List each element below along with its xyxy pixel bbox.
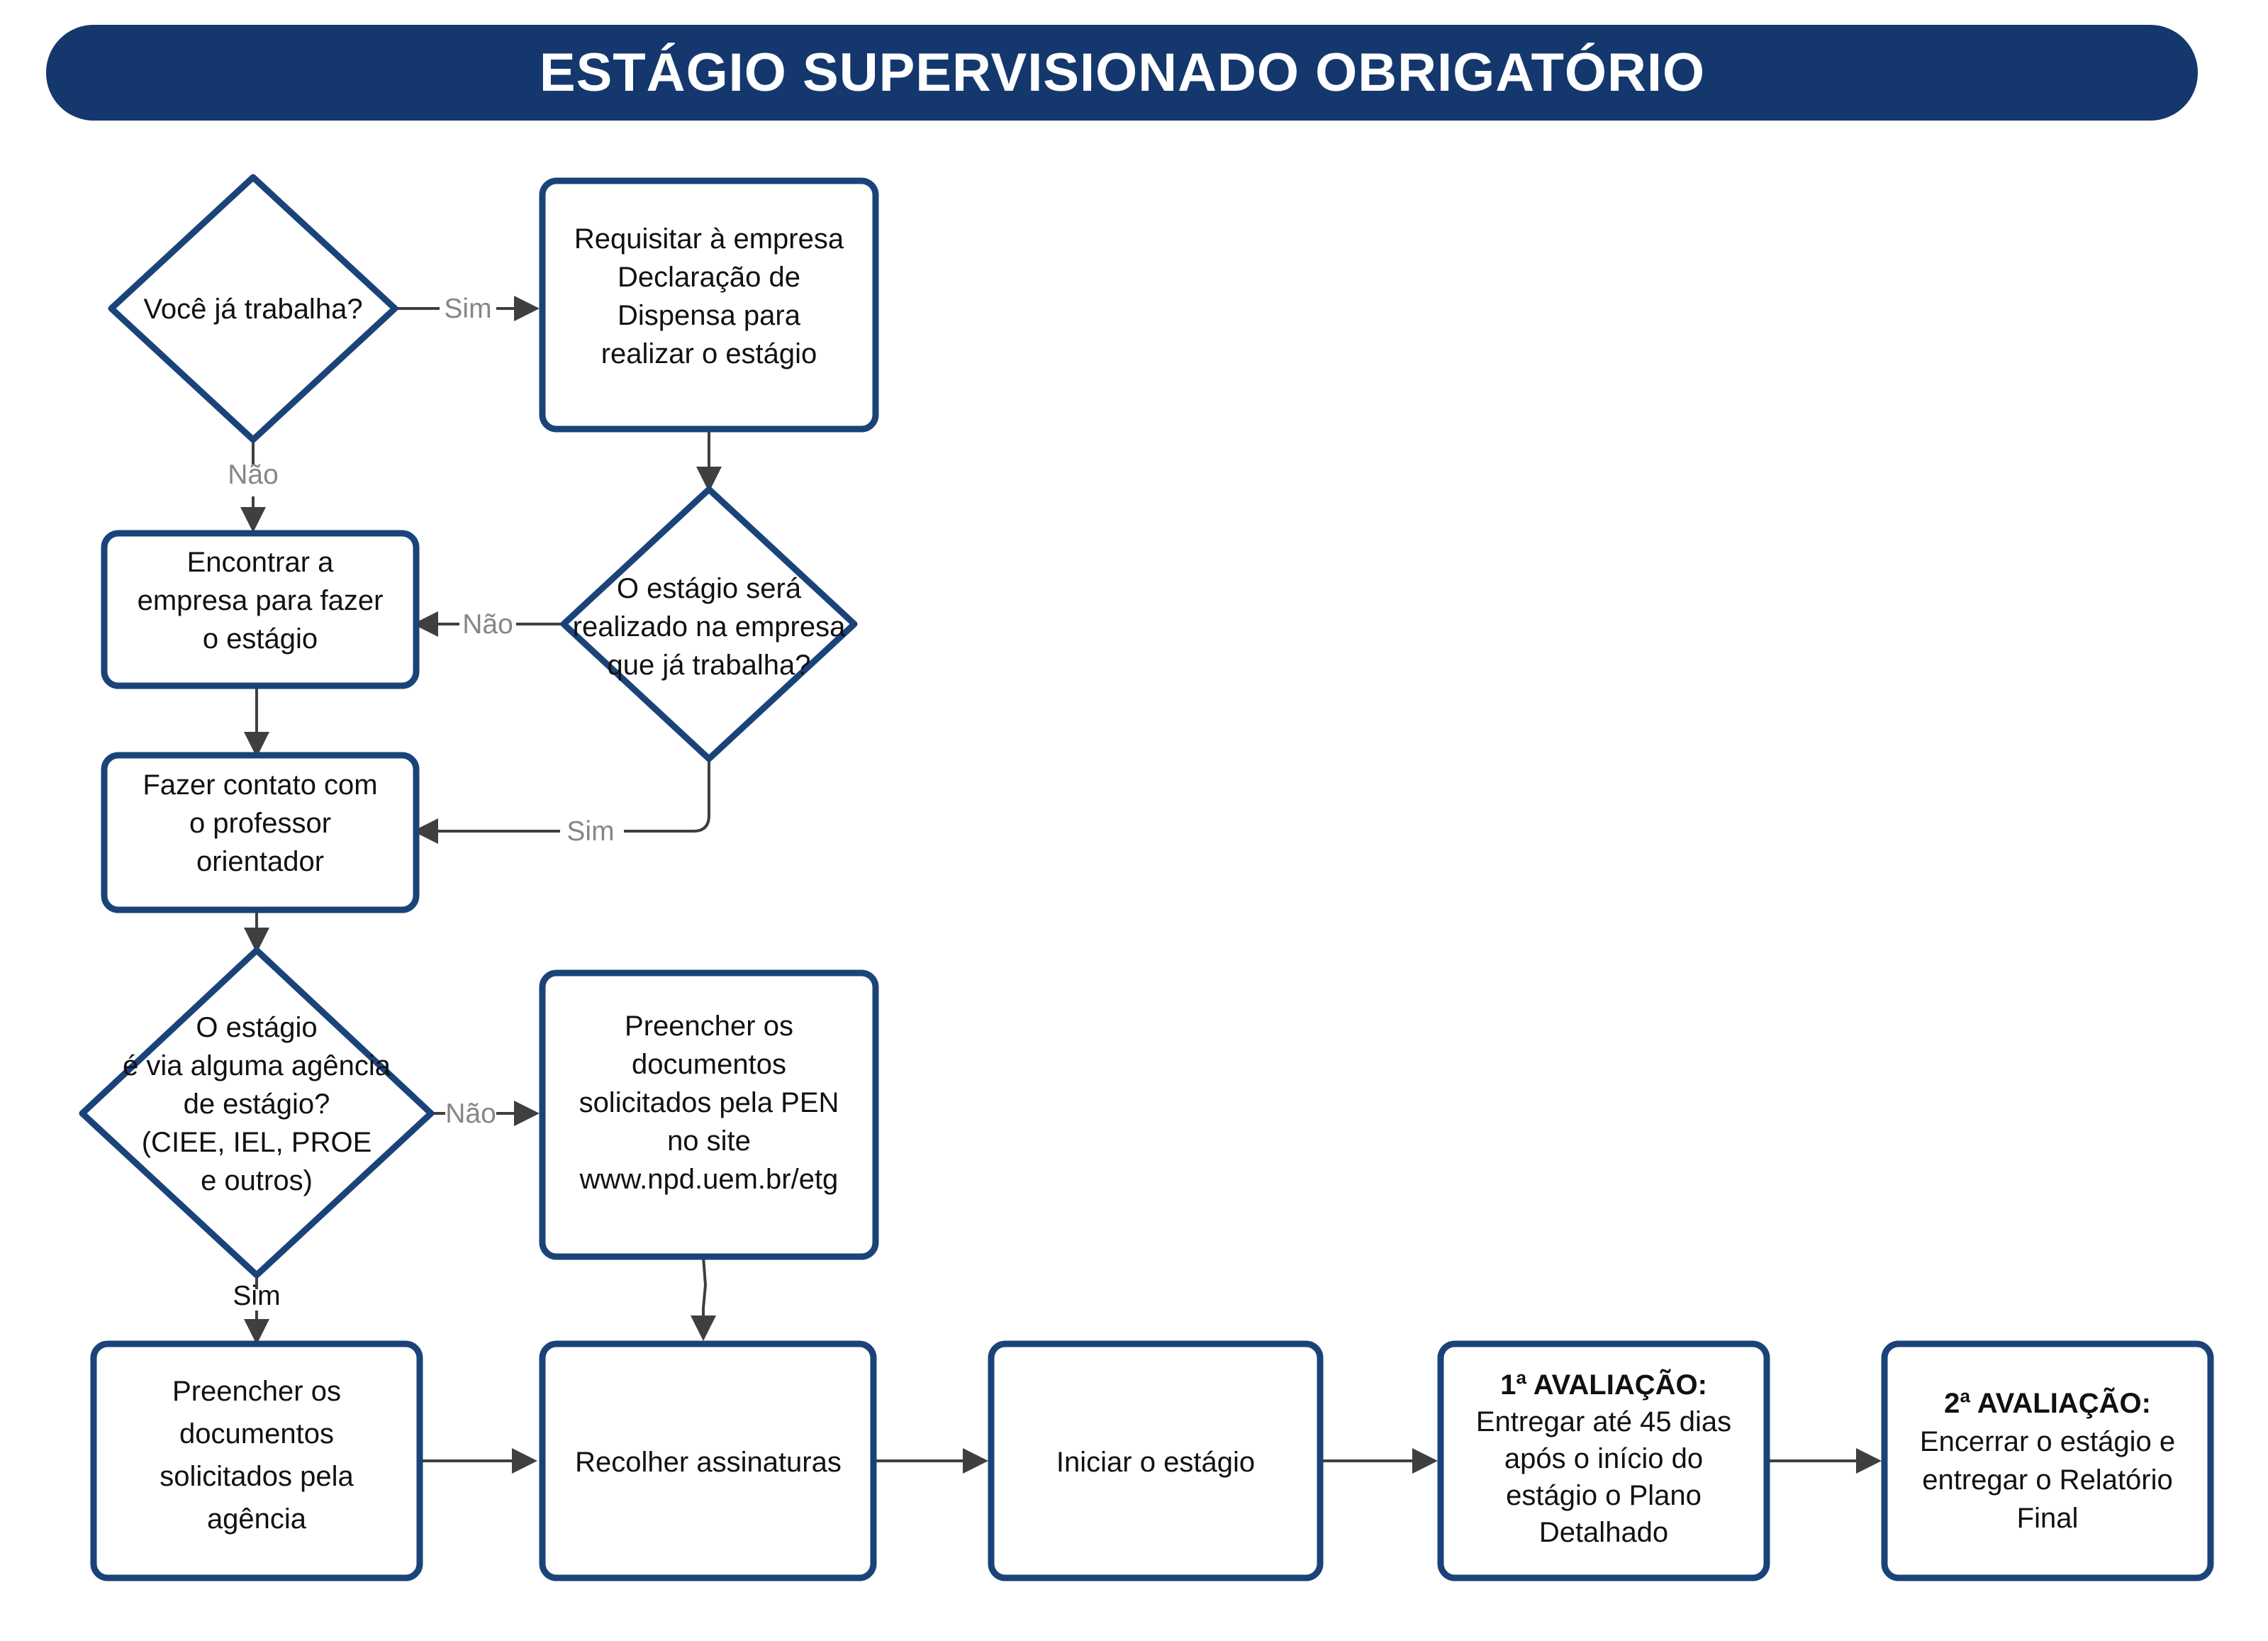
page-title: ESTÁGIO SUPERVISIONADO OBRIGATÓRIO: [540, 43, 1705, 103]
process-box-shape: [1437, 1340, 1770, 1581]
edge-label-sim-d2: Sim: [566, 816, 614, 847]
node-label-line-4: agência: [207, 1503, 307, 1535]
node-label-line-3: orientador: [196, 846, 324, 877]
node-label-line-3: o estágio: [203, 623, 318, 655]
node-label-line-1: Requisitar à empresa: [574, 223, 844, 255]
process-box-shape: [101, 752, 420, 913]
node-label-line-3: entregar o Relatório: [1922, 1464, 2173, 1496]
edge-p4-to-p6-line: [691, 1256, 716, 1341]
node-label-line-4: estágio o Plano: [1506, 1480, 1702, 1511]
node-label-line-1: Preencher os: [172, 1376, 341, 1407]
node-label-line-5: e outros): [201, 1165, 313, 1196]
node-process-contato-professor[interactable]: Fazer contato com o professor orientador: [101, 752, 420, 913]
node-label-line-1: 2ª AVALIAÇÃO:: [1944, 1386, 2151, 1419]
edge-d1-to-p1: Sim: [395, 294, 540, 324]
decision-diamond-shape: [108, 174, 398, 443]
process-box-shape: [1881, 1340, 2214, 1581]
node-label-line-4: (CIEE, IEL, PROE: [142, 1127, 372, 1158]
edge-label-sim-d1: Sim: [444, 294, 491, 324]
node-label-line-2: documentos: [179, 1418, 334, 1450]
node-label: Você já trabalha?: [143, 294, 362, 325]
node-label-line-3: solicitados pela PEN: [579, 1087, 839, 1118]
node-label-line-1: Encontrar a: [187, 547, 335, 578]
edge-label-nao-d2: Não: [462, 609, 513, 640]
node-label-line-4: Final: [2017, 1503, 2079, 1534]
header-banner: ESTÁGIO SUPERVISIONADO OBRIGATÓRIO: [46, 25, 2198, 121]
node-label-line-3: que já trabalha?: [608, 650, 811, 681]
node-process-primeira-avaliacao[interactable]: 1ª AVALIAÇÃO: Entregar até 45 dias após …: [1437, 1340, 1770, 1581]
process-box-shape: [539, 1340, 877, 1581]
process-box-shape: [988, 1340, 1324, 1581]
node-label: Iniciar o estágio: [1056, 1447, 1255, 1478]
node-label-line-2: Encerrar o estágio e: [1920, 1426, 2175, 1457]
node-label-line-2: documentos: [632, 1049, 786, 1080]
node-decision-ja-trabalha[interactable]: Você já trabalha?: [108, 174, 398, 443]
edge-d2-to-p2: Não: [413, 609, 564, 640]
node-label-line-1: Fazer contato com: [143, 769, 377, 801]
edge-label-sim-d3: Sim: [233, 1281, 280, 1311]
node-label-line-2: Declaração de: [618, 262, 800, 293]
node-label-line-2: empresa para fazer: [138, 585, 384, 616]
edge-label-nao-d3: Não: [445, 1098, 496, 1129]
node-label-line-4: no site: [667, 1125, 751, 1157]
node-process-iniciar-estagio[interactable]: Iniciar o estágio: [988, 1340, 1324, 1581]
node-label-line-1: O estágio: [196, 1012, 317, 1043]
node-process-documentos-pen[interactable]: Preencher os documentos solicitados pela…: [539, 969, 879, 1260]
process-box-shape: [90, 1340, 423, 1581]
process-box-shape: [539, 969, 879, 1260]
header-pill-background: [46, 25, 2198, 121]
node-label-line-4: realizar o estágio: [601, 338, 817, 369]
node-label-line-2: realizado na empresa: [573, 611, 846, 643]
edge-d2-to-p3: Sim: [413, 760, 710, 847]
node-decision-estagio-na-empresa[interactable]: O estágio será realizado na empresa que …: [560, 486, 858, 762]
node-process-segunda-avaliacao[interactable]: 2ª AVALIAÇÃO: Encerrar o estágio e entre…: [1881, 1340, 2214, 1581]
node-label-line-1: O estágio será: [617, 573, 802, 604]
node-process-encontrar-empresa[interactable]: Encontrar a empresa para fazer o estágio: [101, 530, 420, 689]
edge-d1-to-p2: Não: [228, 441, 279, 533]
decision-diamond-shape: [79, 947, 435, 1279]
node-label-line-3: Dispensa para: [618, 300, 801, 331]
node-label: Recolher assinaturas: [575, 1447, 842, 1478]
node-process-documentos-agencia[interactable]: Preencher os documentos solicitados pela…: [90, 1340, 423, 1581]
node-decision-agencia-estagio[interactable]: O estágio é via alguma agência de estági…: [79, 947, 435, 1279]
decision-diamond-shape: [560, 486, 858, 762]
node-label-line-2: Entregar até 45 dias: [1476, 1406, 1731, 1437]
node-label-line-1: Preencher os: [625, 1011, 793, 1042]
node-label-line-2: o professor: [189, 808, 331, 839]
node-label-line-3: solicitados pela: [160, 1461, 354, 1492]
node-label-line-3: após o início do: [1504, 1443, 1703, 1474]
node-process-requisitar-declaracao[interactable]: Requisitar à empresa Declaração de Dispe…: [539, 177, 879, 433]
node-label-line-2: é via alguma agência: [123, 1050, 391, 1081]
process-box-shape: [101, 530, 420, 689]
edge-label-nao-d1: Não: [228, 460, 279, 490]
node-label-line-1: 1ª AVALIAÇÃO:: [1500, 1368, 1707, 1401]
edge-d3-to-p4: Não: [431, 1098, 540, 1129]
node-label-line-5: Detalhado: [1539, 1517, 1668, 1548]
edge-d2-to-p3-elbow: [624, 760, 710, 833]
process-box-shape: [539, 177, 879, 433]
edge-p4-to-p6: [691, 1256, 716, 1341]
node-label-line-5: www.npd.uem.br/etg: [579, 1164, 839, 1195]
node-label-line-3: de estágio?: [184, 1089, 330, 1120]
edge-layer: Sim Não Não Sim: [228, 294, 1882, 1474]
node-process-recolher-assinaturas[interactable]: Recolher assinaturas: [539, 1340, 877, 1581]
edge-d3-to-p5: Sim: [233, 1275, 281, 1345]
